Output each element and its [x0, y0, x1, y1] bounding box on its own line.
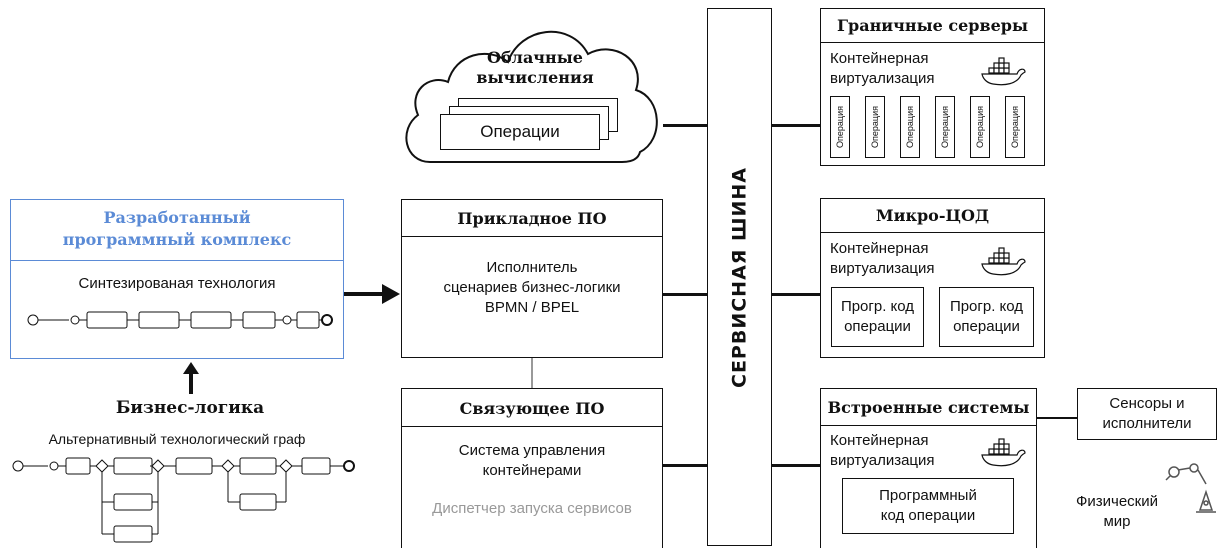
connector-bus-micro: [772, 293, 820, 296]
middleware-title: Связующее ПО: [459, 399, 605, 418]
robot-arm-icon: [1165, 463, 1216, 513]
edge-virt-line2: виртуализация: [830, 70, 935, 87]
connector-applied-middleware: [531, 358, 533, 388]
docker-whale-icon: [981, 57, 1026, 86]
edge-operation-box: Операция: [830, 96, 850, 158]
edge-operation-box: Операция: [935, 96, 955, 158]
business-logic-label: Бизнес-логика: [115, 398, 265, 418]
connector-bus-edge: [772, 124, 820, 127]
embedded-title: Встроенные системы: [827, 398, 1030, 417]
micro-code-box-1: Прогр. код операции: [831, 287, 924, 347]
micro-code-box-2: Прогр. код операции: [939, 287, 1034, 347]
cloud-title-line2: вычисления: [476, 68, 594, 87]
cloud-operations-label: Операции: [480, 122, 560, 141]
edge-operation-box: Операция: [970, 96, 990, 158]
micro-code-box-1-line2: операции: [844, 318, 911, 335]
edge-operation-label: Операция: [940, 106, 950, 148]
arrow-developed-applied: [344, 292, 384, 296]
docker-whale-icon: [981, 247, 1026, 276]
embedded-virt-line1: Контейнерная: [830, 432, 929, 449]
connector-bus-embedded: [772, 464, 820, 467]
physical-line2: мир: [1103, 513, 1131, 530]
physical-world-label: Физический мир: [1072, 492, 1162, 532]
micro-code-box-2-line2: операции: [953, 318, 1020, 335]
applied-line2: сценариев бизнес-логики: [443, 279, 621, 296]
micro-code-box-1-line1: Прогр. код: [840, 298, 915, 315]
embedded-code-box: Программный код операции: [842, 478, 1014, 534]
edge-operation-box: Операция: [865, 96, 885, 158]
embedded-code-line1: Программный: [879, 487, 977, 504]
edge-servers: Граничные серверы Контейнерная виртуализ…: [820, 8, 1045, 166]
alt-graph-label: Альтернативный технологический граф: [48, 431, 306, 447]
edge-operation-label: Операция: [1010, 106, 1020, 148]
docker-whale-icon: [981, 438, 1026, 467]
applied-line3: BPMN / BPEL: [484, 299, 580, 316]
embedded-code-line2: код операции: [880, 507, 976, 524]
micro-code-box-2-line1: Прогр. код: [949, 298, 1024, 315]
applied-title: Прикладное ПО: [457, 209, 607, 228]
edge-title: Граничные серверы: [836, 16, 1029, 35]
edge-virt-line1: Контейнерная: [830, 50, 929, 67]
service-bus-label: СЕРВИСНАЯ ШИНА: [728, 166, 751, 388]
micro-data-center: Микро-ЦОД Контейнерная виртуализация Про…: [820, 198, 1045, 358]
developed-title-line2: программный комплекс: [62, 230, 292, 249]
applied-software: Прикладное ПО Исполнитель сценариев бизн…: [401, 199, 663, 358]
edge-operation-label: Операция: [870, 106, 880, 148]
micro-virt-line1: Контейнерная: [830, 240, 929, 257]
edge-operation-box: Операция: [1005, 96, 1025, 158]
embedded-systems: Встроенные системы Контейнерная виртуали…: [820, 388, 1037, 548]
service-bus: СЕРВИСНАЯ ШИНА: [707, 8, 772, 546]
sensors-line2: исполнители: [1102, 415, 1192, 432]
arrowhead-right-icon: [382, 284, 400, 304]
edge-operation-label: Операция: [975, 106, 985, 148]
middleware-line2: контейнерами: [482, 462, 582, 479]
applied-line1: Исполнитель: [486, 259, 578, 276]
arrow-up-icon: [183, 362, 199, 394]
micro-title: Микро-ЦОД: [875, 206, 990, 225]
alternative-process-graph: [12, 457, 355, 543]
edge-operation-label: Операция: [905, 106, 915, 148]
middleware: Связующее ПО Система управления контейне…: [401, 388, 663, 548]
edge-operation-label: Операция: [835, 106, 845, 148]
cloud-title-line1: Облачные: [487, 48, 583, 67]
middleware-line3: Диспетчер запуска сервисов: [432, 500, 632, 517]
connector-applied-bus: [663, 293, 707, 296]
physical-line1: Физический: [1075, 493, 1159, 510]
connector-middleware-bus: [663, 464, 707, 467]
micro-virt-line2: виртуализация: [830, 260, 935, 277]
synthesized-process-graph: [27, 311, 333, 329]
embedded-virt-line2: виртуализация: [830, 452, 935, 469]
edge-operation-box: Операция: [900, 96, 920, 158]
developed-subtitle: Синтезированая технология: [78, 275, 276, 292]
developed-complex: Разработанный программный комплекс Синте…: [10, 199, 344, 359]
developed-title-line1: Разработанный: [103, 208, 251, 227]
sensors-line1: Сенсоры и: [1109, 395, 1185, 412]
cloud-operations: Операции: [440, 114, 600, 150]
connector-cloud-bus: [663, 124, 707, 127]
middleware-line1: Система управления: [458, 442, 606, 459]
connector-embedded-sensors: [1037, 417, 1077, 419]
sensors-actuators: Сенсоры и исполнители: [1077, 388, 1217, 440]
